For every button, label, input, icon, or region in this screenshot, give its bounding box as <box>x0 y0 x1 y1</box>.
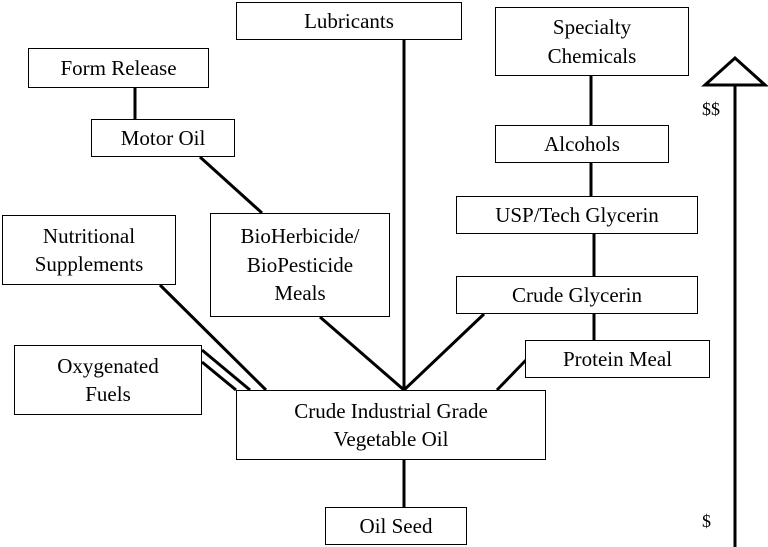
node-nutritional-supplements: Nutritional Supplements <box>2 215 176 285</box>
node-bioherbicide-biopesticide-meals: BioHerbicide/ BioPesticide Meals <box>210 213 390 317</box>
node-oil-seed: Oil Seed <box>325 507 467 545</box>
connector-cigvo-crude-glycerin <box>402 312 486 392</box>
connector-cigvo-oxyfuels <box>201 348 251 392</box>
node-crude-industrial-grade-vegetable-oil: Crude Industrial Grade Vegetable Oil <box>236 390 546 460</box>
node-motor-oil: Motor Oil <box>91 119 235 157</box>
node-protein-meal: Protein Meal <box>525 340 710 378</box>
node-form-release: Form Release <box>28 48 209 88</box>
connector-cigvo-nutrition <box>158 283 268 392</box>
node-crude-glycerin: Crude Glycerin <box>456 276 698 314</box>
node-alcohols: Alcohols <box>495 125 669 163</box>
node-usp-tech-glycerin: USP/Tech Glycerin <box>456 196 698 234</box>
connector-bioherbicide-motoroil <box>198 155 264 215</box>
node-lubricants: Lubricants <box>236 2 462 40</box>
connector-oxyfuels-fork <box>201 360 237 392</box>
value-scale-low-label: $ <box>702 511 711 531</box>
value-scale-high-label: $$ <box>702 99 720 119</box>
node-oxygenated-fuels: Oxygenated Fuels <box>14 345 202 415</box>
connector-cigvo-bioherbicide <box>319 315 405 392</box>
value-axis-arrowhead <box>701 55 768 87</box>
node-specialty-chemicals: Specialty Chemicals <box>495 7 689 76</box>
connector-cigvo-protein-meal <box>495 357 529 392</box>
